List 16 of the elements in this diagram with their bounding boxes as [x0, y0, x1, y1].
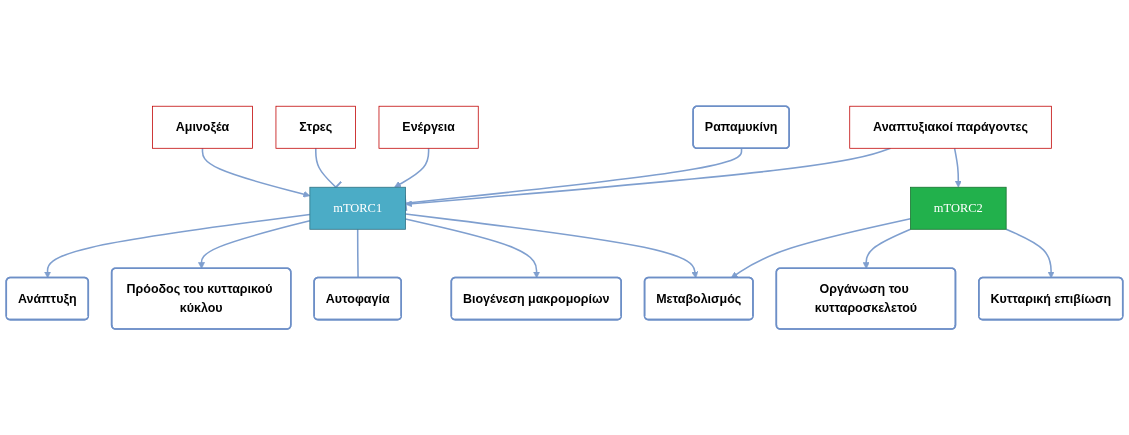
arrow: [953, 147, 962, 188]
arrow: [201, 147, 311, 198]
arrow: [394, 147, 430, 188]
node-box: Αμινοξέα: [152, 105, 253, 149]
node-box: Ενέργεια: [378, 105, 479, 149]
arrow: [404, 213, 699, 279]
node-box: mTORC2: [910, 186, 1007, 230]
arrow: [1005, 228, 1055, 279]
arrow: [730, 217, 912, 279]
arrow: [198, 219, 311, 269]
arrow: [404, 218, 540, 279]
node-box: Στρες: [275, 105, 356, 149]
node-box: Αναπτυξιακοί παράγοντες: [849, 105, 1052, 149]
arrow: [862, 228, 912, 269]
node-box: mTORC1: [309, 186, 406, 230]
arrow: [44, 213, 311, 279]
